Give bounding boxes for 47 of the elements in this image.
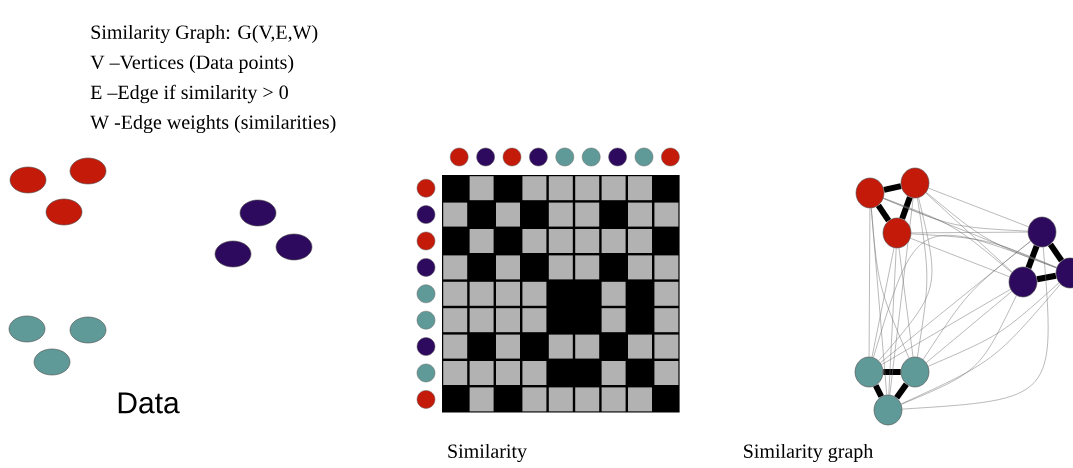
title: Similarity Graph: G(V,E,W) [91,24,318,44]
edge-line [1025,245,1040,269]
edge-line [901,295,1017,405]
graph-node [1055,257,1073,289]
edge-line [1047,242,1065,263]
graph-node [882,217,912,249]
definition-text: E –Edge if similarity > 0 [90,84,288,104]
edge-line [910,237,1010,277]
graph-node [1027,216,1057,248]
edge-line [917,197,928,358]
edge-line [871,208,887,395]
edge-line [925,192,1013,273]
edge-line [928,282,1060,367]
panel-caption: Data [118,392,180,414]
graph-node [1008,266,1038,298]
edge-line [868,208,871,357]
edge-line [873,235,1057,358]
graph-node [854,356,884,388]
edge-line [922,240,1031,360]
edge-line [1036,272,1057,283]
edge-line [883,198,1028,232]
edge-line [888,248,897,395]
edge-line [902,247,1049,410]
graph-node [873,394,903,426]
edge-line [926,291,1012,363]
edge-line [873,384,884,398]
edge-line [928,187,1029,228]
edge-line [875,203,892,223]
graph-node [900,356,930,388]
edge-line [871,247,895,358]
graph-node [855,177,885,209]
edge-line [878,197,933,361]
edge-line [881,289,1011,365]
edge-line [900,284,1061,405]
definition-text: V –Vertices (Data points) [90,54,294,74]
edge-line [911,231,1028,234]
panel-caption: Similarity graph [744,443,874,463]
edge-line [899,196,913,220]
edge-line [889,197,914,396]
edge-line [883,183,902,193]
edge-line [911,233,1057,268]
panel-caption: Similarity [448,443,527,463]
edge-line [894,382,909,400]
graph-node [900,167,930,199]
edge-line [883,197,1012,273]
edge-line [898,247,914,358]
definition-text: W -Edge weights (similarities) [90,114,336,134]
